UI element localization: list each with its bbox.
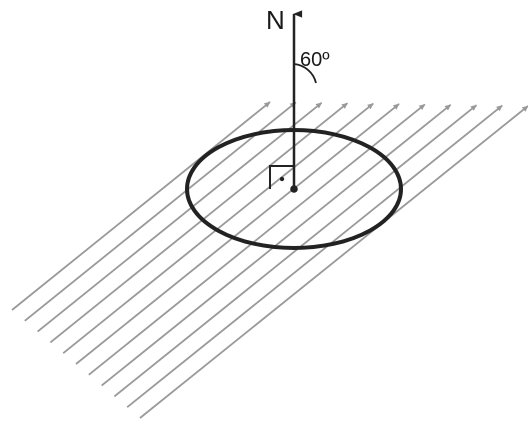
field-line [49,102,348,344]
field-line [24,101,297,322]
right-angle-dot [279,176,285,182]
field-line [139,105,528,419]
field-line [113,104,477,398]
center-dot-icon [290,185,298,193]
normal-label: N [266,5,285,35]
right-angle-marker-icon [269,165,293,189]
field-line [75,103,400,365]
angle-label: 60º [300,49,330,71]
field-line [88,103,426,376]
magnetic-field-lines [11,101,528,419]
angle-arc [293,63,317,84]
field-line [101,104,452,387]
field-line [126,104,503,408]
field-line [11,101,271,311]
field-line [37,102,323,333]
